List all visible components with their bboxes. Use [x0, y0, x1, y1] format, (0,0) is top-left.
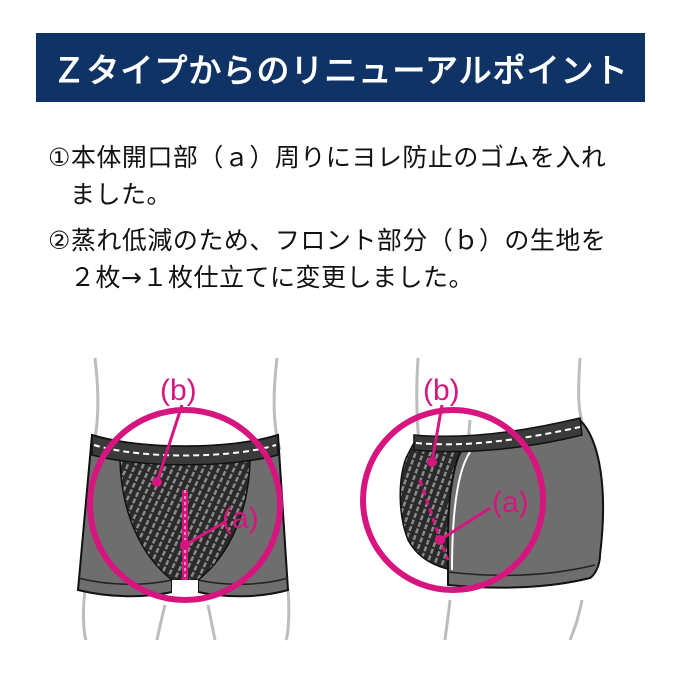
title-banner: Ｚタイプからのリニューアルポイント [36, 33, 645, 102]
point-2-line-2: ２枚→１枚仕立てに変更しました。 [70, 263, 474, 292]
point-2: ②蒸れ低減のため、フロント部分（ｂ）の生地を ２枚→１枚仕立てに変更しました。 [48, 222, 606, 296]
point-1-line-1: ①本体開口部（ａ）周りにヨレ防止のゴムを入れ [48, 143, 607, 172]
highlight-circle-icon [360, 407, 546, 593]
front-view-illustration: (b) (a) [60, 340, 320, 680]
point-1-line-2: ました。 [70, 180, 173, 209]
label-a-front: (a) [222, 502, 259, 535]
waistband-icon [91, 433, 279, 466]
highlight-circle-icon [87, 407, 283, 603]
label-b-side: (b) [423, 374, 460, 407]
label-b-front: (b) [160, 374, 197, 407]
label-a-side: (a) [492, 486, 529, 519]
point-1: ①本体開口部（ａ）周りにヨレ防止のゴムを入れ ました。 [48, 139, 606, 213]
point-2-line-1: ②蒸れ低減のため、フロント部分（ｂ）の生地を [48, 226, 607, 255]
side-view-illustration: (b) (a) [350, 340, 630, 680]
banner-title: Ｚタイプからのリニューアルポイント [52, 50, 629, 90]
